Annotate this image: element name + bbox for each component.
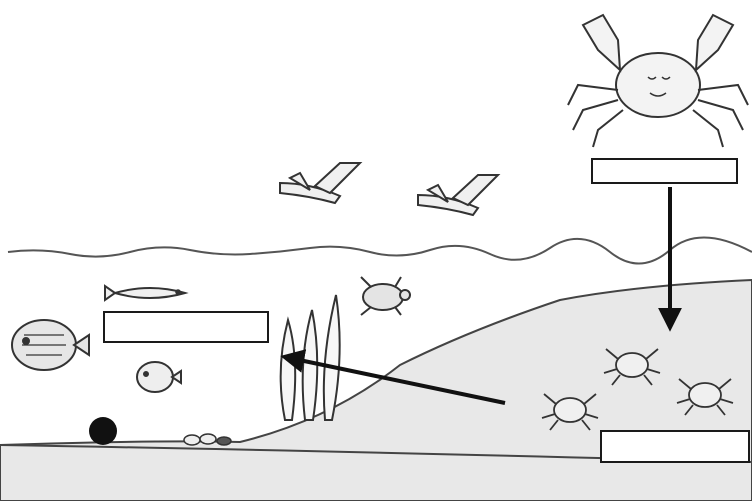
rock-icon [89,417,117,445]
butterflyfish-icon [12,320,89,370]
label-box-left[interactable] [103,311,269,343]
pebbles-icon [184,434,231,445]
bird-icon [280,163,360,203]
label-box-bottom-right[interactable] [600,430,750,463]
label-box-top[interactable] [591,158,738,184]
water-surface [8,237,752,263]
bird-icon [418,175,498,215]
butterflyfish-icon [137,362,181,392]
crab-icon [568,15,748,147]
turtle-icon [361,277,410,315]
fish-icon [105,286,185,300]
